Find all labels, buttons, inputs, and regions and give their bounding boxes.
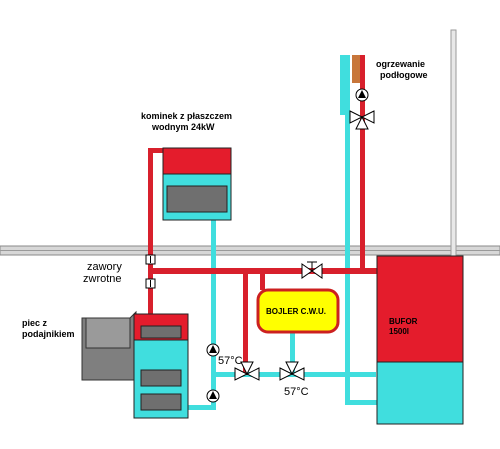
- three-way-valve-icon: [279, 361, 305, 381]
- check-valve-icon: [145, 278, 156, 289]
- pump-icon: [206, 389, 220, 403]
- check-valves-label-line2: zwrotne: [83, 273, 122, 285]
- valve-icon: [301, 261, 323, 279]
- three-way-valve-icon: [234, 361, 260, 381]
- temp-label-right: 57°C: [284, 386, 309, 398]
- floor-slab: [0, 245, 500, 256]
- underfloor-label-line1: ogrzewanie: [376, 59, 425, 69]
- chimney-pipe: [450, 29, 457, 261]
- pump-icon: [355, 88, 369, 102]
- stove-label-line2: podajnikiem: [22, 329, 75, 339]
- stove-label-line1: piec z: [22, 318, 48, 328]
- fireplace-label-line2: wodnym 24kW: [151, 122, 215, 132]
- check-valves-label-line1: zawory: [87, 261, 122, 273]
- three-way-valve-icon: [349, 110, 375, 130]
- buffer-label-line1: BUFOR: [389, 317, 418, 326]
- dhw-tank-label: BOJLER C.W.U.: [266, 307, 326, 316]
- stove-unit: [81, 310, 189, 419]
- fireplace-label-line1: kominek z płaszczem: [141, 111, 232, 121]
- dhw-tank: [256, 288, 340, 334]
- temp-label-left: 57°C: [218, 355, 243, 367]
- fireplace-unit: [162, 147, 232, 221]
- pump-icon: [206, 343, 220, 357]
- underfloor-label-line2: podłogowe: [380, 70, 428, 80]
- buffer-tank: [376, 255, 464, 425]
- check-valve-icon: [145, 254, 156, 265]
- underfloor-riser: [344, 55, 360, 83]
- return-pipes: [185, 55, 380, 410]
- buffer-label-line2: 1500l: [389, 327, 409, 336]
